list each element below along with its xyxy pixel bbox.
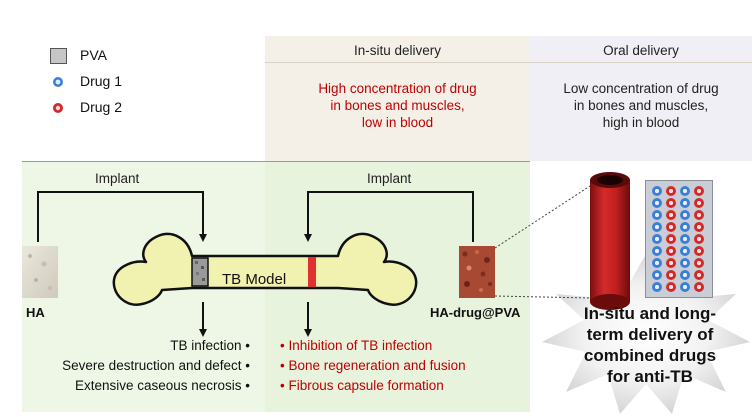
red-sphere-icon <box>666 222 676 232</box>
red-sphere-icon <box>694 186 704 196</box>
blue-sphere-icon <box>680 258 690 268</box>
insitu-description: High concentration of drug in bones and … <box>265 80 530 131</box>
blue-sphere-icon <box>680 246 690 256</box>
ha-drug-pva-label: HA-drug@PVA <box>430 305 521 320</box>
blue-sphere-icon <box>652 210 662 220</box>
implant-label-right: Implant <box>367 171 412 186</box>
red-sphere-icon <box>694 258 704 268</box>
blue-sphere-icon <box>652 246 662 256</box>
red-sphere-icon <box>666 270 676 280</box>
blue-sphere-icon <box>652 258 662 268</box>
tb-model-label: TB Model <box>222 271 287 288</box>
blue-sphere-icon <box>680 186 690 196</box>
red-sphere-icon <box>666 258 676 268</box>
blue-sphere-icon <box>680 222 690 232</box>
legend-label-pva: PVA <box>80 47 107 63</box>
left-implant-arrow <box>37 191 207 242</box>
right-implant-arrow <box>304 191 474 242</box>
blue-sphere-icon <box>652 198 662 208</box>
oral-description-line: in bones and muscles, <box>573 98 709 113</box>
red-sphere-icon <box>694 270 704 280</box>
bone-model <box>112 232 418 306</box>
red-sphere-icon <box>694 198 704 208</box>
legend: PVA Drug 1 Drug 2 <box>50 44 170 119</box>
summary-text: In-situ and long- term delivery of combi… <box>570 303 730 387</box>
red-sphere-icon <box>666 246 676 256</box>
insitu-description-line: in bones and muscles, <box>330 98 465 113</box>
oral-description-line: high in blood <box>602 115 680 130</box>
outcome-left-item: Extensive caseous necrosis • <box>74 378 250 393</box>
blue-sphere-icon <box>680 234 690 244</box>
red-sphere-icon <box>666 210 676 220</box>
insitu-header-panel <box>265 36 530 161</box>
ha-drug-pva-sample <box>459 246 495 298</box>
summary-line: term delivery of <box>586 325 714 344</box>
ha-sample <box>22 246 58 298</box>
delivery-cylinder <box>590 172 630 310</box>
oral-delivery-header: Oral delivery <box>603 43 679 58</box>
insitu-description-line: low in blood <box>361 115 434 130</box>
outcomes-left: TB infection • Severe destruction and de… <box>22 336 250 396</box>
blue-sphere-icon <box>652 222 662 232</box>
drug-grid <box>645 180 713 298</box>
red-sphere-icon <box>666 234 676 244</box>
red-sphere-icon <box>53 103 63 113</box>
blue-sphere-icon <box>680 270 690 280</box>
blue-sphere-icon <box>680 210 690 220</box>
implant-label-left: Implant <box>95 171 140 186</box>
red-sphere-icon <box>666 186 676 196</box>
outcome-right-item: • Inhibition of TB infection <box>280 338 433 353</box>
red-sphere-icon <box>694 282 704 292</box>
summary-line: for anti-TB <box>607 367 693 386</box>
insitu-description-line: High concentration of drug <box>318 81 477 96</box>
red-sphere-icon <box>666 198 676 208</box>
header-divider <box>265 62 752 63</box>
red-sphere-icon <box>666 282 676 292</box>
summary-line: combined drugs <box>583 346 717 365</box>
drug-grid-cells <box>651 186 711 294</box>
insitu-delivery-header: In-situ delivery <box>353 43 442 58</box>
drug-band <box>308 257 316 287</box>
starburst-background <box>542 254 750 414</box>
blue-sphere-icon <box>680 198 690 208</box>
outcome-right-item: • Bone regeneration and fusion <box>280 358 466 373</box>
red-sphere-icon <box>694 246 704 256</box>
blue-sphere-icon <box>680 282 690 292</box>
section-divider <box>22 161 530 162</box>
legend-label-drug1: Drug 1 <box>80 73 123 89</box>
blue-sphere-icon <box>652 234 662 244</box>
outcome-left-item: Severe destruction and defect • <box>62 358 250 373</box>
blue-sphere-icon <box>652 282 662 292</box>
outcome-right-item: • Fibrous capsule formation <box>280 378 444 393</box>
outcomes-right: • Inhibition of TB infection • Bone rege… <box>280 336 520 396</box>
red-sphere-icon <box>694 222 704 232</box>
oral-header-panel <box>530 36 752 161</box>
blue-sphere-icon <box>652 270 662 280</box>
bone-shape <box>112 232 418 306</box>
red-sphere-icon <box>694 234 704 244</box>
gray-square-icon <box>50 48 67 64</box>
outcome-left-item: TB infection • <box>170 338 250 353</box>
ha-label: HA <box>26 305 45 320</box>
red-sphere-icon <box>694 210 704 220</box>
summary-line: In-situ and long- <box>583 304 717 323</box>
legend-label-drug2: Drug 2 <box>80 99 123 115</box>
blue-sphere-icon <box>652 186 662 196</box>
oral-description: Low concentration of drug in bones and m… <box>530 80 752 131</box>
blue-sphere-icon <box>53 77 63 87</box>
oral-description-line: Low concentration of drug <box>563 81 719 96</box>
